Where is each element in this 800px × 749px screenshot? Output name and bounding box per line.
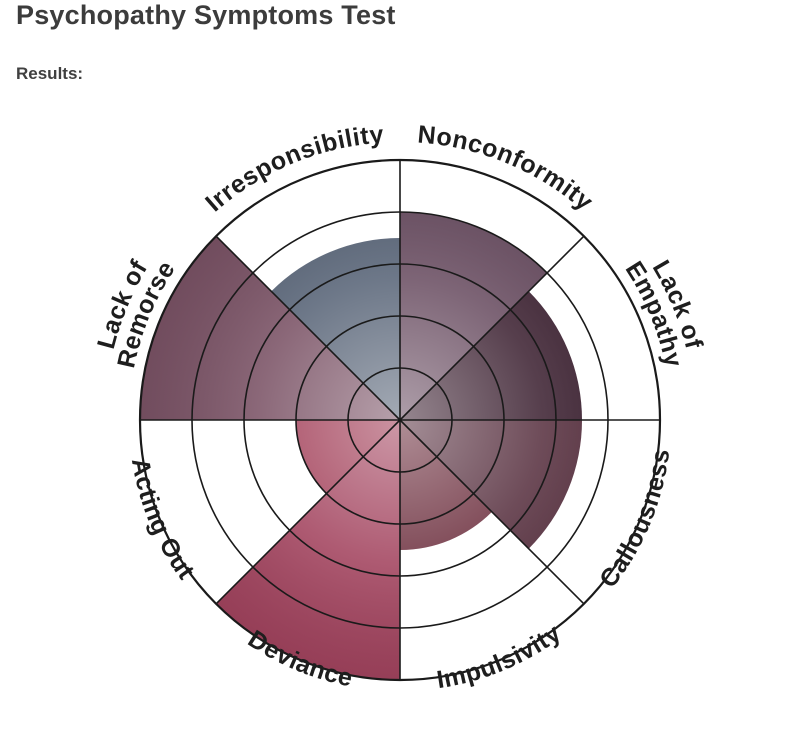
sector-sheen-acting-out	[296, 420, 400, 494]
sector-sheen-lack-of-empathy	[400, 291, 582, 420]
grid-spoke-4	[399, 419, 585, 605]
sector-sheen-lack-of-remorse	[140, 236, 400, 420]
sector-sheen-irresponsibility	[271, 238, 400, 420]
sector-sheen-deviance	[216, 420, 400, 681]
grid-spoke-6	[215, 419, 401, 605]
sector-sheen-callousness	[400, 420, 582, 549]
sector-sheen-nonconformity	[400, 212, 548, 420]
results-label: Results:	[16, 64, 84, 83]
grid-spoke-8	[215, 235, 401, 421]
page-title: Psychopathy Symptoms Test	[16, 0, 396, 30]
grid-spoke-2	[399, 235, 585, 421]
sector-sheen-impulsivity	[400, 420, 492, 550]
